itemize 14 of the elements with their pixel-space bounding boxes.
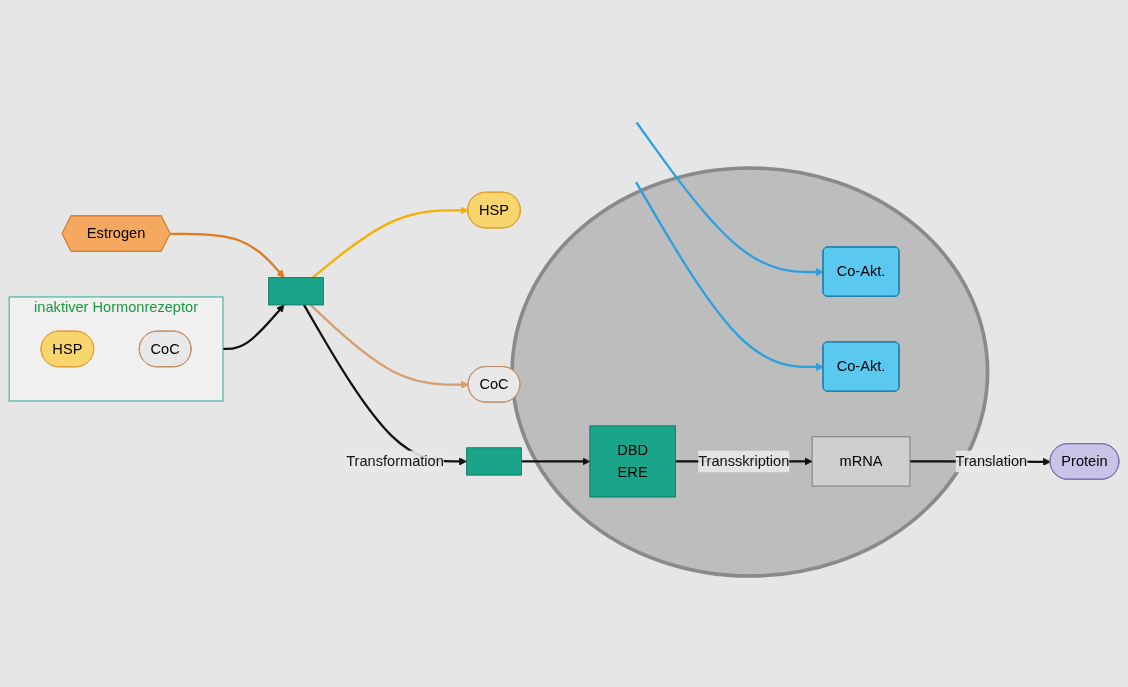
node-box [466,447,522,476]
arrow [309,304,469,390]
edge-label: Translation [955,453,1028,470]
arrow [223,305,285,351]
arrow [635,182,824,372]
arrow [635,122,824,277]
edge-label: Transskription [698,453,790,470]
node-box [268,277,324,306]
node-box: DBD ERE [589,425,676,498]
arrow [311,206,469,279]
arrow [170,233,285,279]
node-box: mRNA [811,436,911,487]
edge-label: Transformation [346,453,444,470]
arrow [521,457,591,466]
